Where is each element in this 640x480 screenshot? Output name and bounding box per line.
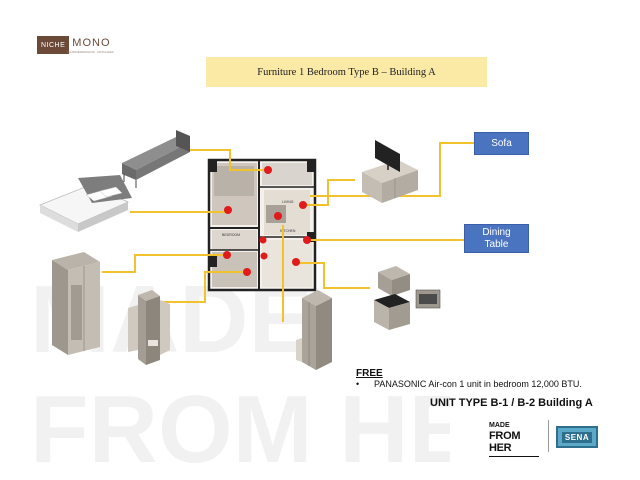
sena-logo: SENA	[556, 426, 598, 448]
shoe-cabinet-illustration	[128, 290, 170, 365]
leader-kitchen	[296, 262, 370, 289]
mfh-line2: FROM HER	[489, 430, 521, 454]
free-heading: FREE	[356, 368, 383, 379]
watermark-line2: FROM HER	[30, 376, 450, 472]
niche-mono-logo: NICHE MONO CHAROENNAKHON · RATCHADA	[37, 36, 114, 54]
furniture-markers	[223, 166, 311, 276]
marker-bed	[224, 206, 232, 214]
sena-logo-text: SENA	[561, 431, 593, 443]
leader-wardrobe	[102, 254, 227, 273]
tall-cabinet-illustration	[296, 290, 332, 370]
page-title-box: Furniture 1 Bedroom Type B – Building A	[206, 57, 487, 87]
mfh-line1: MADE	[489, 422, 510, 429]
floor-plan: LIVING BEDROOM KITCHEN	[207, 158, 317, 292]
logo-divider	[548, 420, 549, 452]
marker-bath	[260, 252, 268, 260]
marker-wardrobe	[223, 251, 231, 259]
leader-shoe-cabinet	[160, 271, 247, 303]
made-from-her-logo: MADE FROM HER	[489, 422, 541, 457]
plan-living-label: LIVING	[282, 200, 294, 204]
free-item-text: PANASONIC Air-con 1 unit in bedroom 12,0…	[374, 379, 582, 389]
free-bullet: •	[356, 379, 360, 389]
leader-daybed	[188, 149, 268, 171]
leader-lines	[102, 142, 474, 322]
leader-tv-cabinet	[303, 179, 355, 206]
dining-label-line2: Table	[484, 238, 509, 250]
marker-hall	[259, 236, 267, 244]
dining-table-label: Dining Table	[464, 224, 529, 253]
marker-tall-cabinet	[274, 212, 282, 220]
marker-tv-cabinet	[299, 201, 307, 209]
dining-label-line1: Dining	[482, 226, 511, 238]
logo-niche-text: NICHE	[37, 36, 70, 54]
logo-subtext: CHAROENNAKHON · RATCHADA	[67, 50, 114, 54]
logo-mono-text: MONO	[72, 37, 111, 49]
sofa-label: Sofa	[474, 132, 529, 155]
wardrobe-illustration	[52, 252, 100, 355]
free-item: • PANASONIC Air-con 1 unit in bedroom 12…	[356, 379, 582, 389]
daybed-illustration	[122, 130, 190, 188]
kitchen-unit-illustration	[374, 266, 441, 330]
plan-bedroom-label: BEDROOM	[222, 233, 240, 237]
marker-kitchen	[292, 258, 300, 266]
marker-shoe-cabinet	[243, 268, 251, 276]
bed-illustration	[39, 175, 132, 232]
sofa-label-text: Sofa	[491, 137, 512, 149]
unit-type-title: UNIT TYPE B-1 / B-2 Building A	[430, 397, 593, 409]
plan-kitchen-label: KITCHEN	[280, 229, 296, 233]
marker-dining	[303, 236, 311, 244]
tv-cabinet-illustration	[362, 140, 418, 203]
page-title: Furniture 1 Bedroom Type B – Building A	[257, 66, 436, 78]
marker-daybed	[264, 166, 272, 174]
